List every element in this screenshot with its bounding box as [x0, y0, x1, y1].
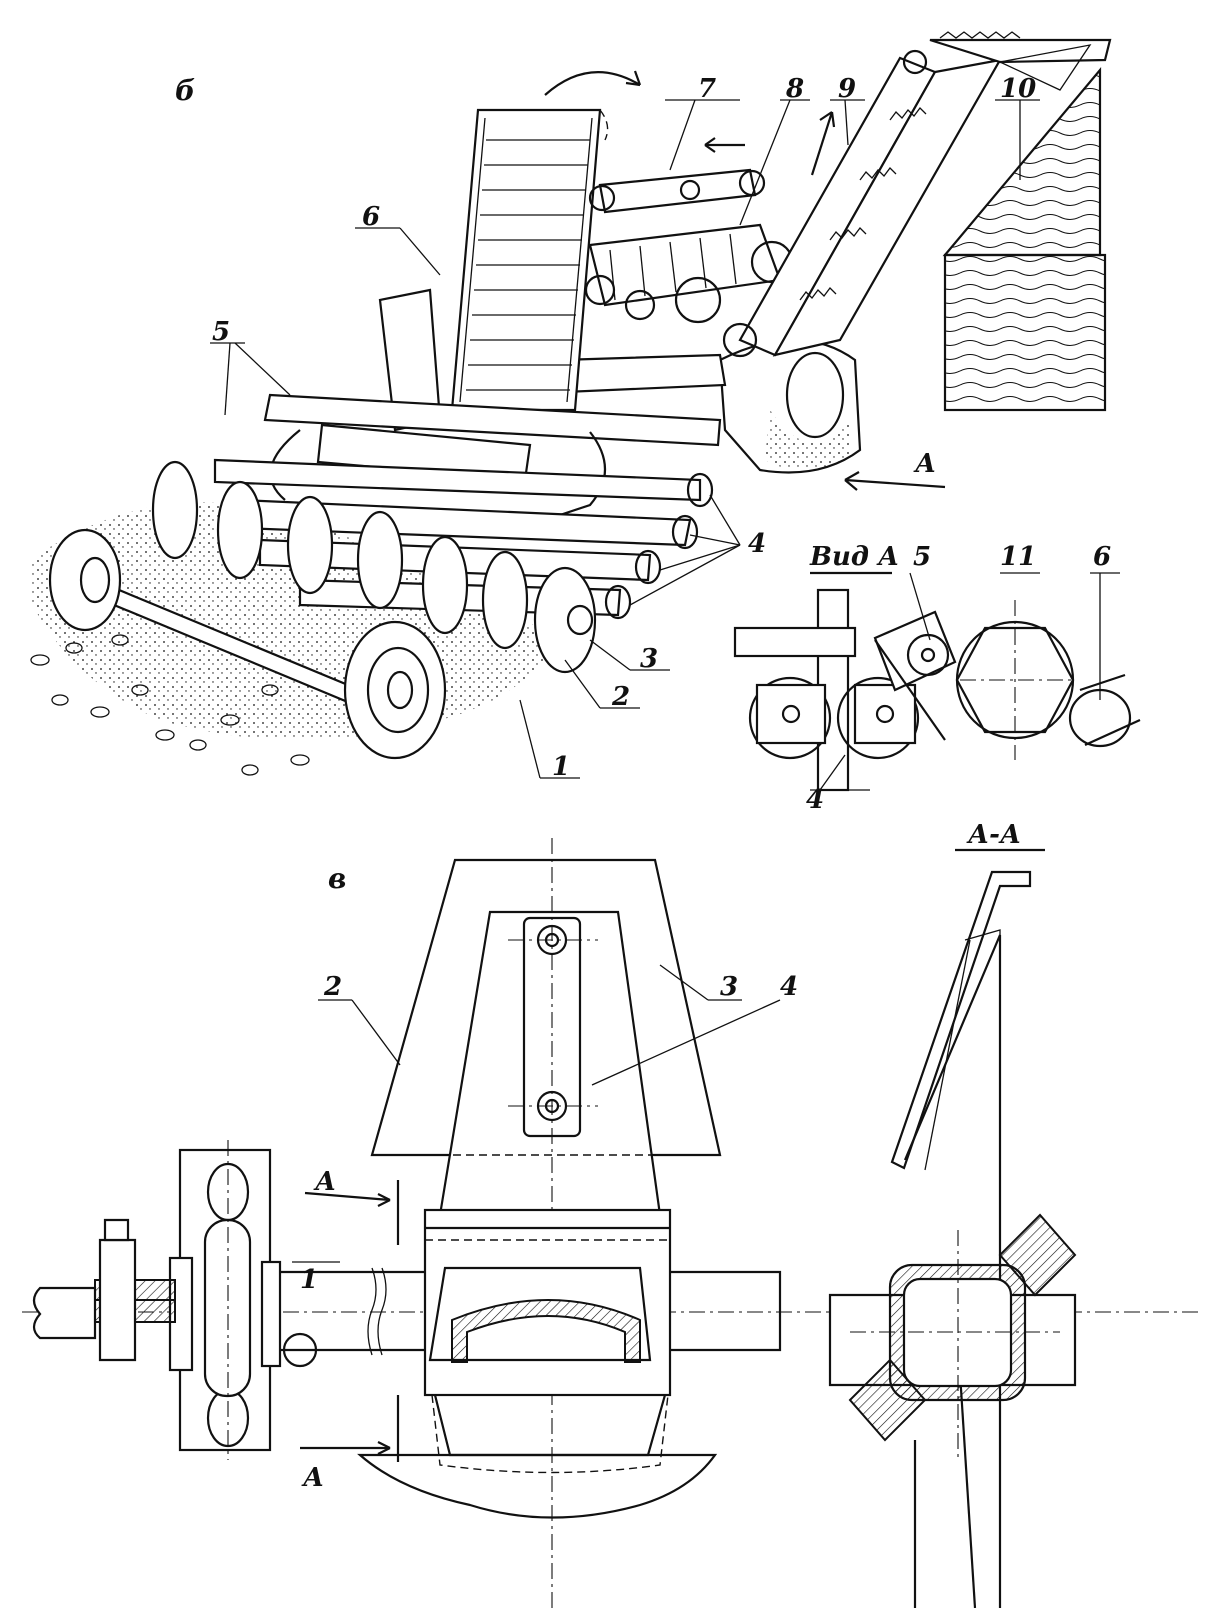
- section-a-a-drawing: [828, 848, 1077, 1609]
- rolls-5: [263, 393, 722, 447]
- callout-leaders-v: [292, 964, 781, 1263]
- truck-body: [942, 66, 1107, 412]
- ground-beets: [30, 634, 310, 776]
- cut-label-bottom: А: [301, 1463, 324, 1493]
- panel-v-label: в: [328, 862, 346, 895]
- cut-label-top: А: [313, 1167, 336, 1197]
- callout-v-4: 4: [780, 972, 798, 1002]
- digging-discs: [151, 460, 597, 674]
- view-callout-6: 6: [1093, 542, 1111, 572]
- view-a-title: Вид А: [809, 542, 899, 572]
- callout-b-3: 3: [640, 644, 658, 674]
- callout-leaders-b: [210, 99, 1040, 779]
- callout-b-7: 7: [698, 74, 716, 104]
- section-a-a-title: А-А: [966, 820, 1021, 850]
- view-callout-4: 4: [806, 785, 824, 815]
- callout-v-2: 2: [323, 972, 342, 1002]
- callout-b-9: 9: [838, 74, 856, 104]
- callout-v-1: 1: [300, 1265, 318, 1295]
- callout-b-6: 6: [362, 202, 380, 232]
- callout-b-5: 5: [212, 317, 230, 347]
- callout-v-3: 3: [720, 972, 738, 1002]
- loading-conveyor: [722, 31, 1112, 358]
- harvester-machine-illustration: [30, 31, 1112, 776]
- callout-b-4: 4: [748, 529, 766, 559]
- callout-b-2: 2: [611, 682, 630, 712]
- bucket-elevator: [450, 108, 609, 412]
- transfer-conveyor: [588, 137, 766, 214]
- callout-b-10: 10: [1000, 74, 1036, 104]
- panel-b-label: б: [175, 74, 195, 107]
- view-a-drawing: [733, 571, 1141, 792]
- callout-b-1: 1: [552, 752, 570, 782]
- view-callout-5: 5: [913, 542, 931, 572]
- front-wheels: [48, 528, 447, 760]
- view-callout-11: 11: [1000, 542, 1036, 572]
- mounting-detail-drawing: [22, 838, 1200, 1608]
- callout-b-8: 8: [785, 74, 804, 104]
- direction-a-label: А: [913, 449, 936, 479]
